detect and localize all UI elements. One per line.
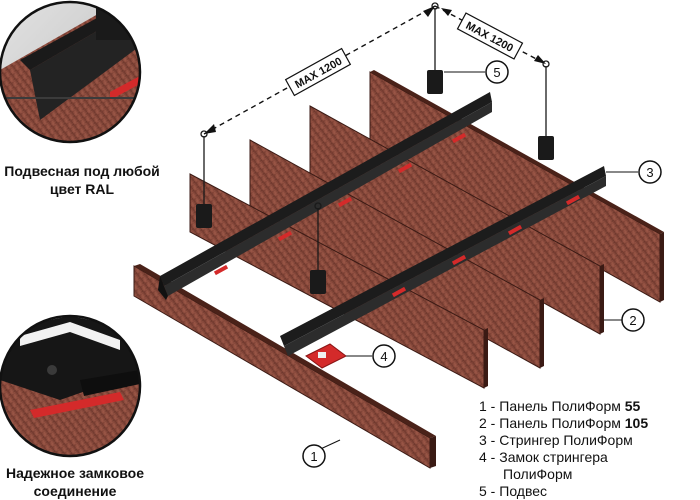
marker-1: 1 bbox=[302, 439, 341, 468]
legend-text: Панель ПолиФорм bbox=[499, 415, 621, 431]
marker-2-label: 2 bbox=[629, 313, 636, 328]
legend-num: 3 bbox=[479, 432, 487, 448]
legend-bold: 105 bbox=[624, 415, 649, 431]
detail-circle-hanger bbox=[0, 0, 142, 144]
stringer-left bbox=[158, 92, 492, 300]
legend-item-3: 3 - Стрингер ПолиФорм bbox=[479, 432, 633, 448]
legend-item-1: 1 - Панель ПолиФорм 55 bbox=[479, 398, 641, 414]
legend-item-4: 4 - Замок стрингера bbox=[479, 449, 608, 465]
legend-text: Панель ПолиФорм bbox=[499, 398, 621, 414]
legend-num: 2 bbox=[479, 415, 487, 431]
legend-text: ПолиФорм bbox=[503, 466, 573, 482]
detail-circle-lock bbox=[0, 314, 142, 458]
marker-5: 5 bbox=[444, 60, 509, 84]
panel-55-front bbox=[133, 264, 436, 469]
hangers bbox=[200, 2, 550, 278]
hanger-clips bbox=[196, 70, 554, 294]
dimension-right: MAX 1200 bbox=[434, 5, 547, 65]
lock-clips bbox=[213, 132, 581, 298]
marker-1-label: 1 bbox=[310, 449, 317, 464]
legend-text: Замок стрингера bbox=[499, 449, 608, 465]
legend-bold: 55 bbox=[624, 398, 641, 414]
legend-num: 5 bbox=[479, 483, 487, 499]
legend-num: 1 bbox=[479, 398, 487, 414]
legend-text: Подвес bbox=[499, 483, 548, 499]
legend-item-2: 2 - Панель ПолиФорм 105 bbox=[479, 415, 649, 431]
legend-num: 4 bbox=[479, 449, 487, 465]
marker-4: 4 bbox=[346, 344, 396, 368]
legend-text: Стрингер ПолиФорм bbox=[499, 432, 633, 448]
marker-5-label: 5 bbox=[493, 65, 500, 80]
marker-2: 2 bbox=[604, 308, 645, 332]
marker-4-label: 4 bbox=[380, 349, 387, 364]
hanger-caption: Подвесная под любой цвет RAL bbox=[4, 163, 160, 197]
legend-item-5: 5 - Подвес bbox=[479, 483, 548, 499]
marker-3-label: 3 bbox=[646, 165, 653, 180]
legend-item-4-cont: ПолиФорм bbox=[479, 466, 648, 483]
legend: 1 - Панель ПолиФорм 55 2 - Панель ПолиФо… bbox=[479, 398, 648, 500]
marker-3: 3 bbox=[606, 160, 662, 184]
stringer-right bbox=[280, 166, 606, 356]
lock-caption: Надежное замковое соединение bbox=[5, 465, 145, 499]
